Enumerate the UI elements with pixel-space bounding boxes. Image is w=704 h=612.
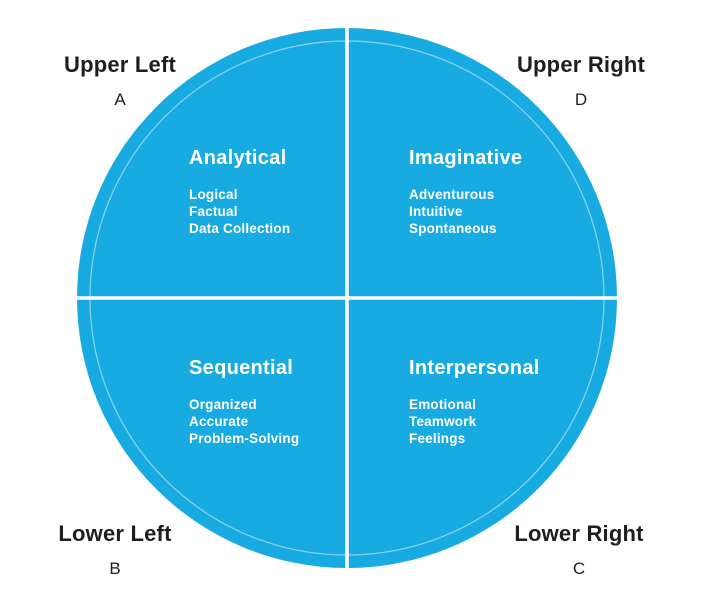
corner-label-upper-left: Upper Left A [45, 52, 195, 111]
quadrant-trait: Logical [189, 187, 238, 202]
corner-letter: C [572, 559, 586, 578]
quadrant-trait: Problem-Solving [189, 431, 300, 446]
quadrant-trait: Adventurous [409, 187, 495, 202]
quadrant-title: Interpersonal [409, 357, 540, 379]
quadrant-trait-list: Emotional Teamwork Feelings [409, 396, 579, 447]
quadrant-trait-list: Organized Accurate Problem-Solving [189, 396, 359, 447]
quadrant-trait: Spontaneous [409, 221, 497, 236]
corner-heading: Lower Right [514, 521, 644, 546]
quadrant-trait: Feelings [409, 431, 466, 446]
corner-letter: B [109, 559, 121, 578]
quadrant-trait-list: Adventurous Intuitive Spontaneous [409, 186, 579, 237]
quadrant-trait-list: Logical Factual Data Collection [189, 186, 359, 237]
quadrant-trait: Accurate [189, 414, 249, 429]
quadrant-upper-right: Imaginative Adventurous Intuitive Sponta… [409, 146, 579, 237]
quadrant-trait: Teamwork [409, 414, 477, 429]
quadrant-title: Imaginative [409, 147, 523, 169]
corner-heading: Upper Left [64, 52, 176, 77]
corner-heading: Upper Right [516, 52, 646, 77]
quadrant-trait: Data Collection [189, 221, 291, 236]
quadrant-trait: Intuitive [409, 204, 463, 219]
quadrant-trait: Organized [189, 397, 257, 412]
corner-label-lower-left: Lower Left B [40, 521, 190, 580]
corner-heading: Lower Left [58, 521, 172, 546]
quadrant-upper-left: Analytical Logical Factual Data Collecti… [189, 146, 359, 237]
quadrant-trait: Factual [189, 204, 238, 219]
quadrant-trait: Emotional [409, 397, 477, 412]
corner-letter: A [114, 90, 126, 109]
corner-label-lower-right: Lower Right C [504, 521, 654, 580]
quadrant-title: Analytical [189, 147, 287, 169]
quadrant-lower-right: Interpersonal Emotional Teamwork Feeling… [409, 356, 579, 447]
corner-label-upper-right: Upper Right D [506, 52, 656, 111]
quadrant-lower-left: Sequential Organized Accurate Problem-So… [189, 356, 359, 447]
corner-letter: D [574, 90, 588, 109]
quadrant-title: Sequential [189, 357, 294, 379]
